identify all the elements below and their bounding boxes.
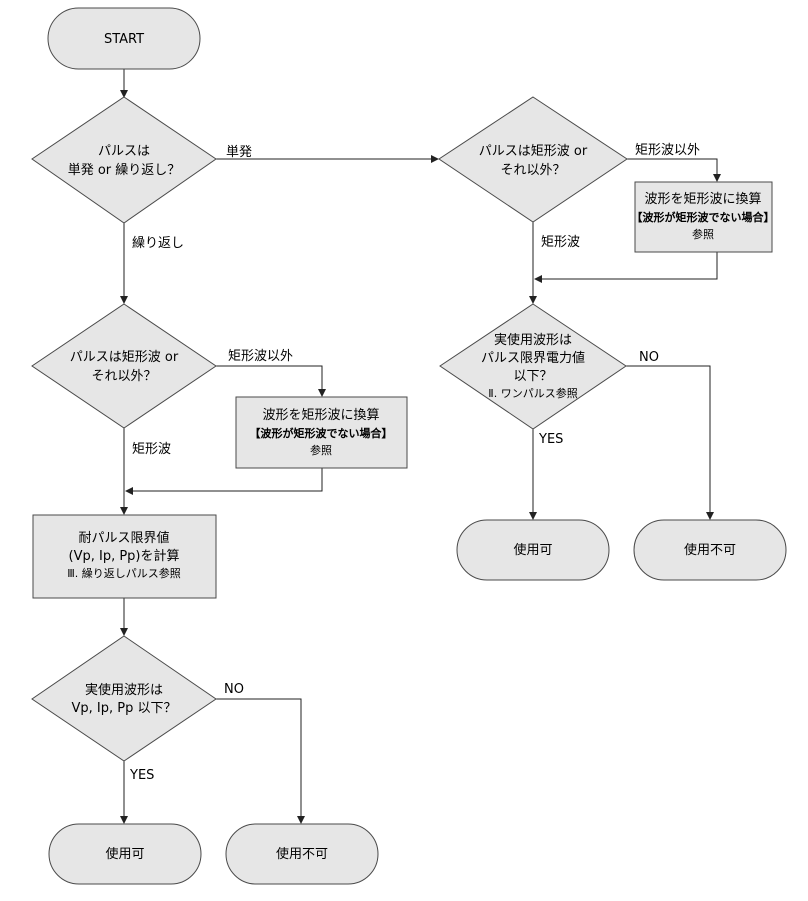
label-rect-left: 矩形波 — [132, 442, 171, 457]
svg-text:波形を矩形波に換算: 波形を矩形波に換算 — [262, 408, 379, 423]
label-no-left: NO — [224, 682, 244, 697]
svg-text:パルスは矩形波 or: パルスは矩形波 or — [479, 144, 588, 159]
calc-box: 耐パルス限界値 (Vp, Ip, Pp)を計算 Ⅲ. 繰り返しパルス参照 — [32, 514, 217, 599]
svg-text:単発 or 繰り返し？: 単発 or 繰り返し？ — [68, 162, 181, 178]
svg-text:実使用波形は: 実使用波形は — [85, 682, 163, 698]
svg-text:使用不可: 使用不可 — [276, 846, 328, 862]
svg-text:波形を矩形波に換算: 波形を矩形波に換算 — [644, 192, 761, 207]
svg-text:使用可: 使用可 — [513, 542, 552, 558]
start-terminal: START — [47, 7, 201, 70]
unusable-terminal-right: 使用不可 — [633, 519, 787, 581]
svg-text:参照: 参照 — [692, 227, 714, 241]
svg-text:それ以外？: それ以外？ — [91, 369, 156, 384]
label-yes-right: YES — [538, 432, 563, 447]
svg-text:使用不可: 使用不可 — [684, 542, 736, 558]
connectors — [120, 69, 721, 824]
svg-text:Vp, Ip, Pp 以下？: Vp, Ip, Pp 以下？ — [72, 701, 177, 716]
svg-text:Ⅱ. ワンパルス参照: Ⅱ. ワンパルス参照 — [488, 386, 577, 400]
svg-text:使用可: 使用可 — [105, 846, 144, 862]
usable-terminal-left: 使用可 — [48, 823, 202, 885]
label-other-left: 矩形波以外 — [228, 349, 293, 364]
svg-text:それ以外？: それ以外？ — [500, 163, 565, 178]
svg-text:【波形が矩形波でない場合】: 【波形が矩形波でない場合】 — [250, 426, 393, 440]
decision-rect-right: パルスは矩形波 or それ以外？ — [438, 96, 628, 223]
convert-box-right: 波形を矩形波に換算 【波形が矩形波でない場合】 参照 — [632, 181, 775, 253]
svg-text:(Vp, Ip, Pp)を計算: (Vp, Ip, Pp)を計算 — [69, 548, 180, 564]
label-yes-left: YES — [129, 768, 154, 783]
svg-text:実使用波形は: 実使用波形は — [494, 332, 572, 348]
convert-box-left: 波形を矩形波に換算 【波形が矩形波でない場合】 参照 — [235, 396, 408, 469]
decision-pulse-type: パルスは 単発 or 繰り返し？ — [31, 96, 217, 224]
label-other-right: 矩形波以外 — [635, 143, 700, 158]
svg-text:耐パルス限界値: 耐パルス限界値 — [78, 530, 169, 546]
svg-text:【波形が矩形波でない場合】: 【波形が矩形波でない場合】 — [632, 210, 775, 224]
label-no-right: NO — [639, 350, 659, 365]
svg-text:START: START — [104, 32, 144, 47]
svg-text:パルスは矩形波 or: パルスは矩形波 or — [70, 350, 179, 365]
decision-power: 実使用波形は パルス限界電力値 以下？ Ⅱ. ワンパルス参照 — [439, 303, 627, 430]
unusable-terminal-left: 使用不可 — [225, 823, 379, 885]
svg-text:パルス限界電力値: パルス限界電力値 — [481, 350, 585, 366]
svg-text:Ⅲ. 繰り返しパルス参照: Ⅲ. 繰り返しパルス参照 — [67, 566, 181, 580]
decision-final-left: 実使用波形は Vp, Ip, Pp 以下？ — [31, 635, 217, 762]
svg-text:以下？: 以下？ — [513, 369, 552, 384]
label-repeat: 繰り返し — [132, 236, 184, 251]
label-single: 単発 — [226, 144, 252, 160]
label-rect-right: 矩形波 — [541, 235, 580, 250]
svg-text:パルスは: パルスは — [98, 144, 150, 159]
usable-terminal-right: 使用可 — [456, 519, 610, 581]
decision-rect-left: パルスは矩形波 or それ以外？ — [31, 303, 217, 429]
svg-text:参照: 参照 — [310, 443, 332, 457]
